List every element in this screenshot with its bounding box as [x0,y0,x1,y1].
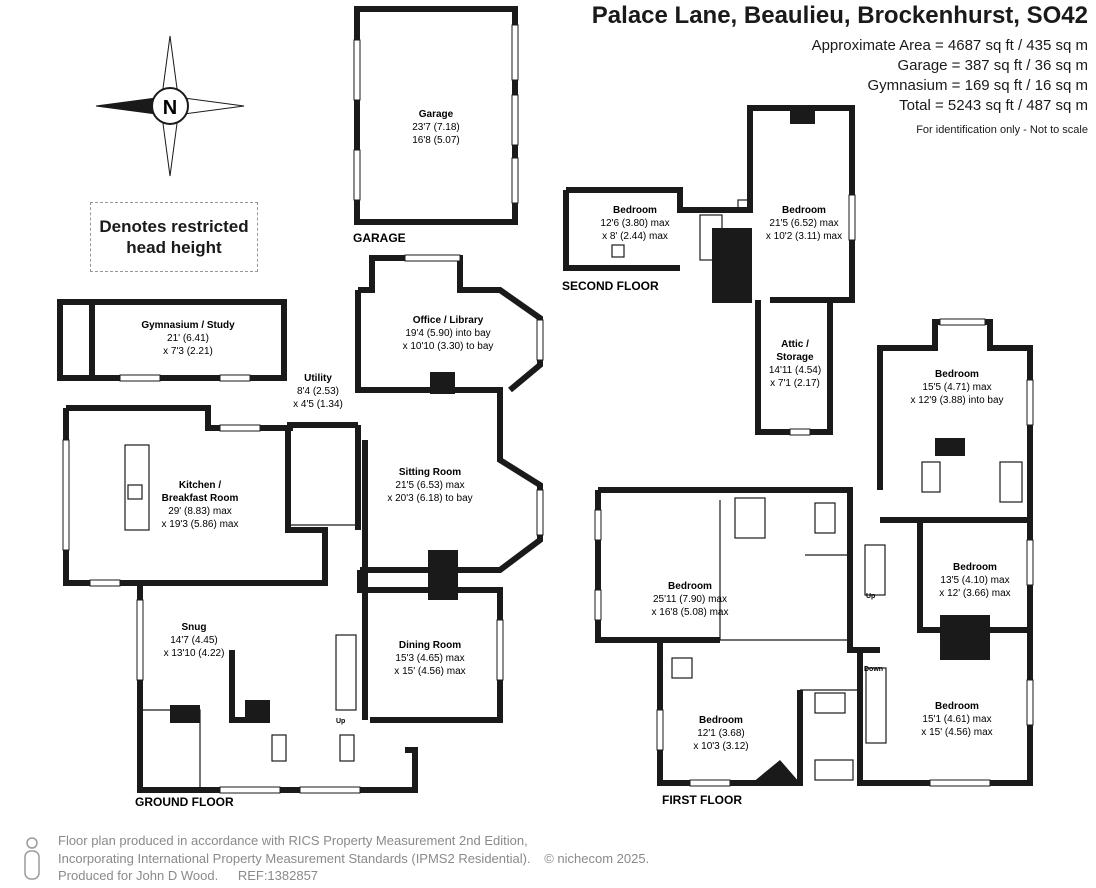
gym-room-dim-1: 21' (6.41) [167,333,209,344]
bed1e-room-dim-1: 15'1 (4.61) max [922,714,991,725]
footer-line-2-wrap: Incorporating International Property Mea… [58,851,649,866]
area-total: Total = 5243 sq ft / 487 sq m [899,97,1088,114]
garage-room-dim-2: 16'8 (5.07) [412,135,460,146]
ground-floor-walls [57,254,544,794]
area-approximate: Approximate Area = 4687 sq ft / 435 sq m [811,37,1088,54]
office-room-name: Office / Library [413,315,484,326]
kitchen-room-dim-2: x 19'3 (5.86) max [162,519,239,530]
area-garage: Garage = 387 sq ft / 36 sq m [897,57,1088,74]
utility-room-dim-1: 8'4 (2.53) [297,386,339,397]
footer-line-1: Floor plan produced in accordance with R… [58,833,528,848]
snug-room-dim-1: 14'7 (4.45) [170,635,218,646]
footer-copyright: © nichecom 2025. [544,851,650,866]
dining-room-dim-2: x 15' (4.56) max [394,666,465,677]
area-list: Approximate Area = 4687 sq ft / 435 sq m… [812,36,1088,116]
bed1b-room-name: Bedroom [668,581,712,592]
kitchen-room-dim-1: 29' (8.83) max [168,506,232,517]
bed1a-room-dim-2: x 12'9 (3.88) into bay [910,395,1003,406]
bed1c-room-dim-2: x 12' (3.66) max [939,588,1010,599]
footer-ref: REF:1382857 [237,868,319,883]
stairs-down-first: Down [864,666,883,673]
bed2a-room-dim-2: x 8' (2.44) max [602,231,668,242]
footer-line-3: Produced for John D Wood. [58,868,219,883]
floor-label-garage: GARAGE [353,231,406,245]
first-floor-walls [594,318,1034,787]
sitting-room-dim-1: 21'5 (6.53) max [395,480,464,491]
identification-note: For identification only - Not to scale [916,124,1088,136]
bed1c-room-dim-1: 13'5 (4.10) max [940,575,1009,586]
stairs-up-first: Up [866,593,875,600]
bed1a-room-dim-1: 15'5 (4.71) max [922,382,991,393]
footer-line-3-wrap: Produced for John D Wood. REF:1382857 [58,868,318,883]
gym-room-name: Gymnasium / Study [141,320,235,331]
second-floor-walls [563,105,856,436]
bed1e-room-dim-2: x 15' (4.56) max [921,727,992,738]
stairs-up-ground: Up [336,718,345,725]
office-room-dim-1: 19'4 (5.90) into bay [405,328,490,339]
bed1d-room-name: Bedroom [699,715,743,726]
floor-label-ground: GROUND FLOOR [135,795,234,809]
property-title: Palace Lane, Beaulieu, Brockenhurst, SO4… [591,2,1088,29]
attic-room-name-2: Storage [776,352,814,363]
footer-line-2: Incorporating International Property Mea… [58,851,531,866]
dining-room-dim-1: 15'3 (4.65) max [395,653,464,664]
legend-line-1: Denotes restricted [99,217,249,236]
floor-label-first: FIRST FLOOR [662,793,742,807]
garage-room-name: Garage [419,109,454,120]
garage-room-dim-1: 23'7 (7.18) [412,122,460,133]
bed1a-room-name: Bedroom [935,369,979,380]
bed2a-room-dim-1: 12'6 (3.80) max [600,218,669,229]
floor-label-second: SECOND FLOOR [562,279,659,293]
bed1d-room-dim-1: 12'1 (3.68) [697,728,745,739]
bed2b-room-dim-2: x 10'2 (3.11) max [766,231,842,242]
compass-letter: N [163,97,177,119]
bed2b-room-name: Bedroom [782,205,826,216]
attic-room-dim-2: x 7'1 (2.17) [770,378,820,389]
sitting-room-dim-2: x 20'3 (6.18) to bay [387,493,472,504]
kitchen-room-name-2: Breakfast Room [162,493,239,504]
legend-line-2: head height [126,238,222,257]
bed2b-room-dim-1: 21'5 (6.52) max [769,218,838,229]
utility-room-name: Utility [304,373,332,384]
attic-room-name: Attic / [781,339,809,350]
bed1c-room-name: Bedroom [953,562,997,573]
sitting-room-name: Sitting Room [399,467,461,478]
bed1d-room-dim-2: x 10'3 (3.12) [693,741,748,752]
snug-room-dim-2: x 13'10 (4.22) [164,648,225,659]
utility-room-dim-2: x 4'5 (1.34) [293,399,343,410]
office-room-dim-2: x 10'10 (3.30) to bay [403,341,494,352]
kitchen-room-name: Kitchen / [179,480,221,491]
area-gymnasium: Gymnasium = 169 sq ft / 16 sq m [867,77,1088,94]
bed1b-room-dim-2: x 16'8 (5.08) max [652,607,729,618]
gym-room-dim-2: x 7'3 (2.21) [163,346,213,357]
person-icon [24,837,40,880]
bed1b-room-dim-1: 25'11 (7.90) max [653,594,727,605]
garage-block [353,6,519,225]
bed2a-room-name: Bedroom [613,205,657,216]
snug-room-name: Snug [182,622,207,633]
compass-rose: N [95,35,245,177]
restricted-height-legend: Denotes restricted head height [90,202,258,272]
attic-room-dim-1: 14'11 (4.54) [769,365,821,376]
dining-room-name: Dining Room [399,640,461,651]
bed1e-room-name: Bedroom [935,701,979,712]
